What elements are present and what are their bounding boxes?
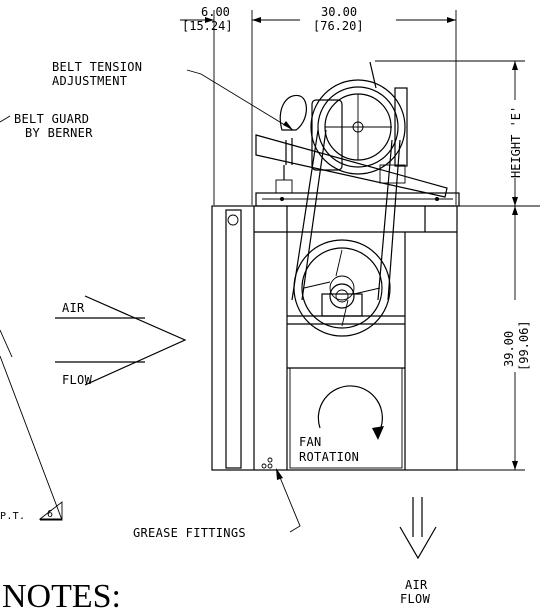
fan-rotation: FAN ROTATION: [299, 385, 384, 464]
air-out-label-1: AIR: [405, 578, 428, 592]
belt-tension-label-2: ADJUSTMENT: [52, 74, 127, 88]
fan-pulley: [293, 239, 391, 337]
pt-number: 6: [47, 509, 53, 520]
dim-height-main-metric: [99.06]: [517, 320, 531, 371]
air-in-arrow: AIR FLOW: [55, 295, 187, 387]
fan-rotation-label-1: FAN: [299, 435, 322, 449]
motor: [310, 61, 408, 184]
belt-guard-label-1: BELT GUARD: [14, 112, 89, 126]
dim-width-main-metric: [76.20]: [313, 19, 364, 33]
dim-width-left-metric: [15.24]: [182, 19, 233, 33]
dim-height-main: 39.00: [502, 331, 516, 367]
belt-guard-label-2: BY BERNER: [25, 126, 93, 140]
air-in-label: AIR: [62, 301, 85, 315]
motor-base: [255, 134, 460, 207]
air-out-arrow: AIR FLOW: [399, 497, 437, 606]
belts: [291, 129, 401, 301]
dim-width-left: 6.00: [201, 5, 230, 19]
callout-leaders: [0, 69, 301, 533]
notes-heading: NOTES:: [2, 578, 121, 613]
grease-fittings-label: GREASE FITTINGS: [133, 526, 246, 540]
top-dimensions: 6.00 [15.24] 30.00 [76.20]: [180, 5, 457, 205]
air-out-label-2: FLOW: [400, 592, 431, 606]
dim-width-main: 30.00: [321, 5, 357, 19]
belt-tension-label-1: BELT TENSION: [52, 60, 142, 74]
dim-height-e: HEIGHT 'E': [509, 106, 523, 178]
belt-tension-hardware: [275, 94, 307, 194]
cabinet-body: [211, 205, 458, 471]
pt-label: P.T.: [0, 511, 25, 522]
flow-in-label: FLOW: [62, 373, 93, 387]
fan-rotation-label-2: ROTATION: [299, 450, 359, 464]
